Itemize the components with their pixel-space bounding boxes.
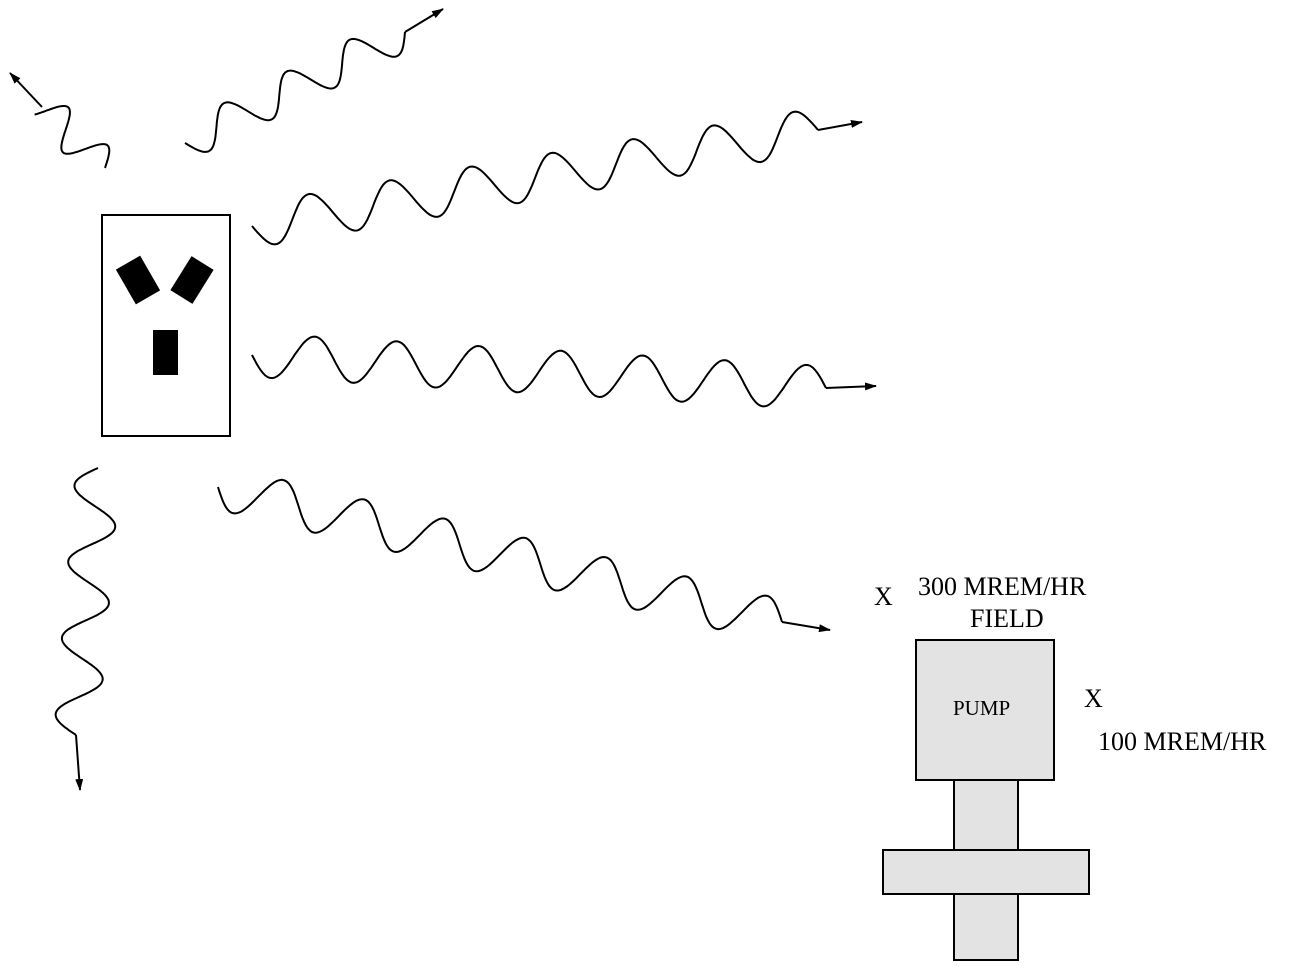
pump-assembly: [882, 639, 1090, 961]
pump-body: [915, 639, 1055, 781]
measurement-value-2: 100 MREM/HR: [1098, 727, 1267, 756]
ray-upper-left: [34, 105, 111, 169]
radiation-source: [101, 214, 231, 437]
ray-upper-left-arrow: [9, 72, 43, 108]
ray-top-arrow: [404, 8, 444, 33]
ray-upper-right-arrow: [817, 120, 863, 131]
ray-lower-right: [217, 478, 783, 631]
ray-middle-arrow: [825, 382, 877, 391]
ray-middle: [251, 335, 827, 408]
pump-label: PUMP: [953, 696, 1011, 720]
measurement-marker-1: X: [874, 582, 893, 611]
measurement-value-1: 300 MREM/HR: [918, 572, 1087, 601]
radiation-rays: [9, 8, 877, 791]
measurement-marker-2: X: [1084, 684, 1103, 713]
measurement-note-1: FIELD: [970, 604, 1044, 633]
ray-lower-right-arrow: [781, 621, 831, 633]
ray-top: [184, 31, 406, 153]
ray-down-arrow: [75, 734, 84, 791]
pump-shaft-lower: [953, 893, 1019, 961]
pump-shaft-upper: [953, 779, 1019, 851]
ray-down: [54, 467, 117, 736]
pump-flange: [882, 849, 1090, 895]
radiation-symbol-icon: [115, 255, 214, 375]
ray-upper-right: [251, 110, 819, 246]
